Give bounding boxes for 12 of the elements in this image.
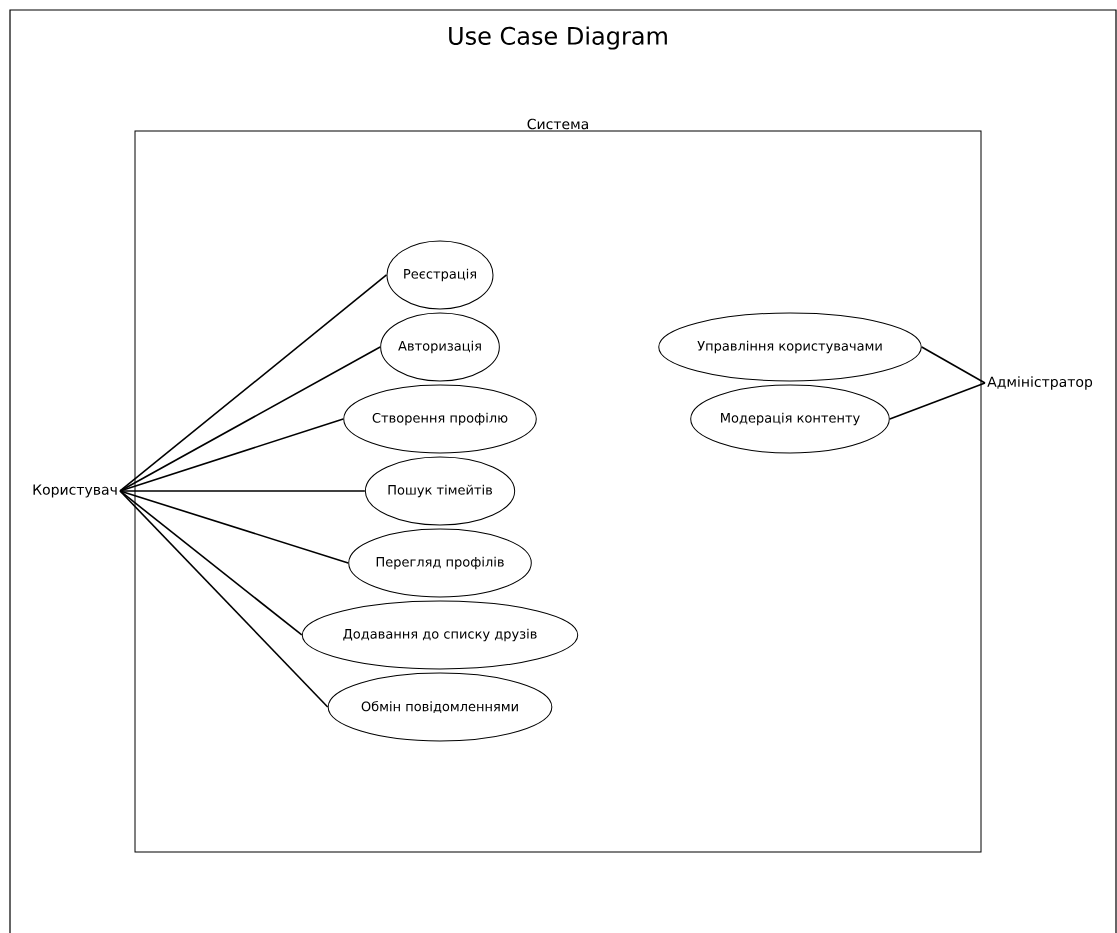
actor-label: Користувач [33,484,117,498]
association-line [119,274,388,492]
association-line [889,382,986,420]
node-label: Система [527,118,588,130]
actor-label: Адміністратор [987,376,1093,390]
title: Use Case Diagram [449,26,667,50]
association-line [119,490,349,564]
association-line [119,490,303,636]
association-line [920,346,986,384]
association-line [119,490,329,708]
association-line [119,418,345,492]
association-line [119,346,381,492]
